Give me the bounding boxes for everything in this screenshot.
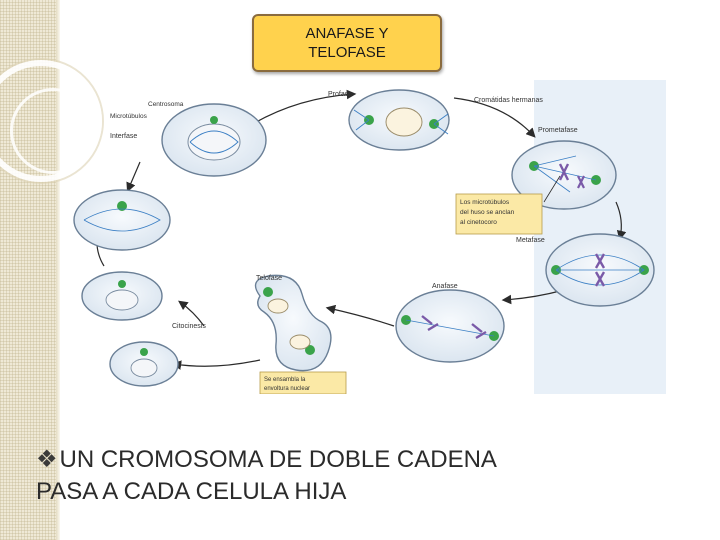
bullet-line1: ❖UN CROMOSOMA DE DOBLE CADENA — [36, 444, 676, 476]
label-profase: Profase — [328, 91, 352, 98]
cell-left-top — [73, 189, 171, 251]
slide-title-line2: TELOFASE — [308, 44, 386, 61]
diamond-bullet-icon: ❖ — [36, 446, 58, 473]
label-prometafase: Prometafase — [538, 127, 578, 134]
cell-anafase — [395, 289, 505, 363]
label-interfase: Interfase — [110, 133, 137, 140]
cell-cycle-svg: Profase Cromátidas hermanas Centrosoma M… — [73, 80, 666, 395]
cell-left-middle — [81, 271, 163, 321]
label-centrosoma: Centrosoma — [148, 101, 184, 108]
cell-cycle-diagram: Profase Cromátidas hermanas Centrosoma M… — [64, 80, 666, 395]
note-line1: Los microtúbulos — [460, 199, 510, 206]
cell-left-bottom — [109, 341, 179, 387]
bullet-line2: PASA A CADA CELULA HIJA — [36, 478, 347, 505]
label-anafase: Anafase — [432, 283, 458, 290]
slide-title-box: ANAFASE Y TELOFASE — [252, 14, 442, 72]
bullet-statement: ❖UN CROMOSOMA DE DOBLE CADENA PASA A CAD… — [36, 444, 676, 508]
cell-profase — [348, 89, 450, 151]
bullet-line1-text: UN CROMOSOMA DE DOBLE CADENA — [59, 446, 497, 473]
label-microtubulos: Microtúbulos — [110, 113, 148, 120]
note-line3: al cinetocoro — [460, 219, 497, 226]
arrow-telofase-g1 — [178, 300, 205, 327]
label-telofase: Telofase — [256, 275, 282, 282]
label-metafase: Metafase — [516, 237, 545, 244]
arrow-profase-prometafase — [453, 97, 536, 138]
cell-interfase — [161, 103, 267, 177]
label-citocinesis: Citocinesis — [172, 323, 206, 330]
bottom-note-line2: envoltura nuclear — [264, 386, 310, 392]
arrow-interfase-g1 — [126, 161, 141, 193]
arrow-prometafase-metafase — [615, 201, 627, 241]
note-line2: del huso se anclan — [460, 209, 515, 216]
arrow-anafase-telofase — [325, 304, 395, 327]
note-box — [455, 193, 543, 235]
cell-telofase — [254, 274, 332, 372]
decorative-arc — [0, 60, 102, 182]
bottom-note-line1: Se ensambla la — [264, 377, 306, 383]
label-cromatidas: Cromátidas hermanas — [474, 97, 543, 104]
cell-prometafase — [511, 140, 617, 210]
slide-title-line1: ANAFASE Y — [305, 25, 389, 42]
decorative-arc-inner — [10, 88, 96, 174]
cell-metafase — [545, 233, 655, 307]
arrow-interfase-profase — [245, 89, 357, 129]
left-strip-edge — [56, 0, 60, 540]
arrow-citocinesis-daughter — [171, 359, 261, 370]
